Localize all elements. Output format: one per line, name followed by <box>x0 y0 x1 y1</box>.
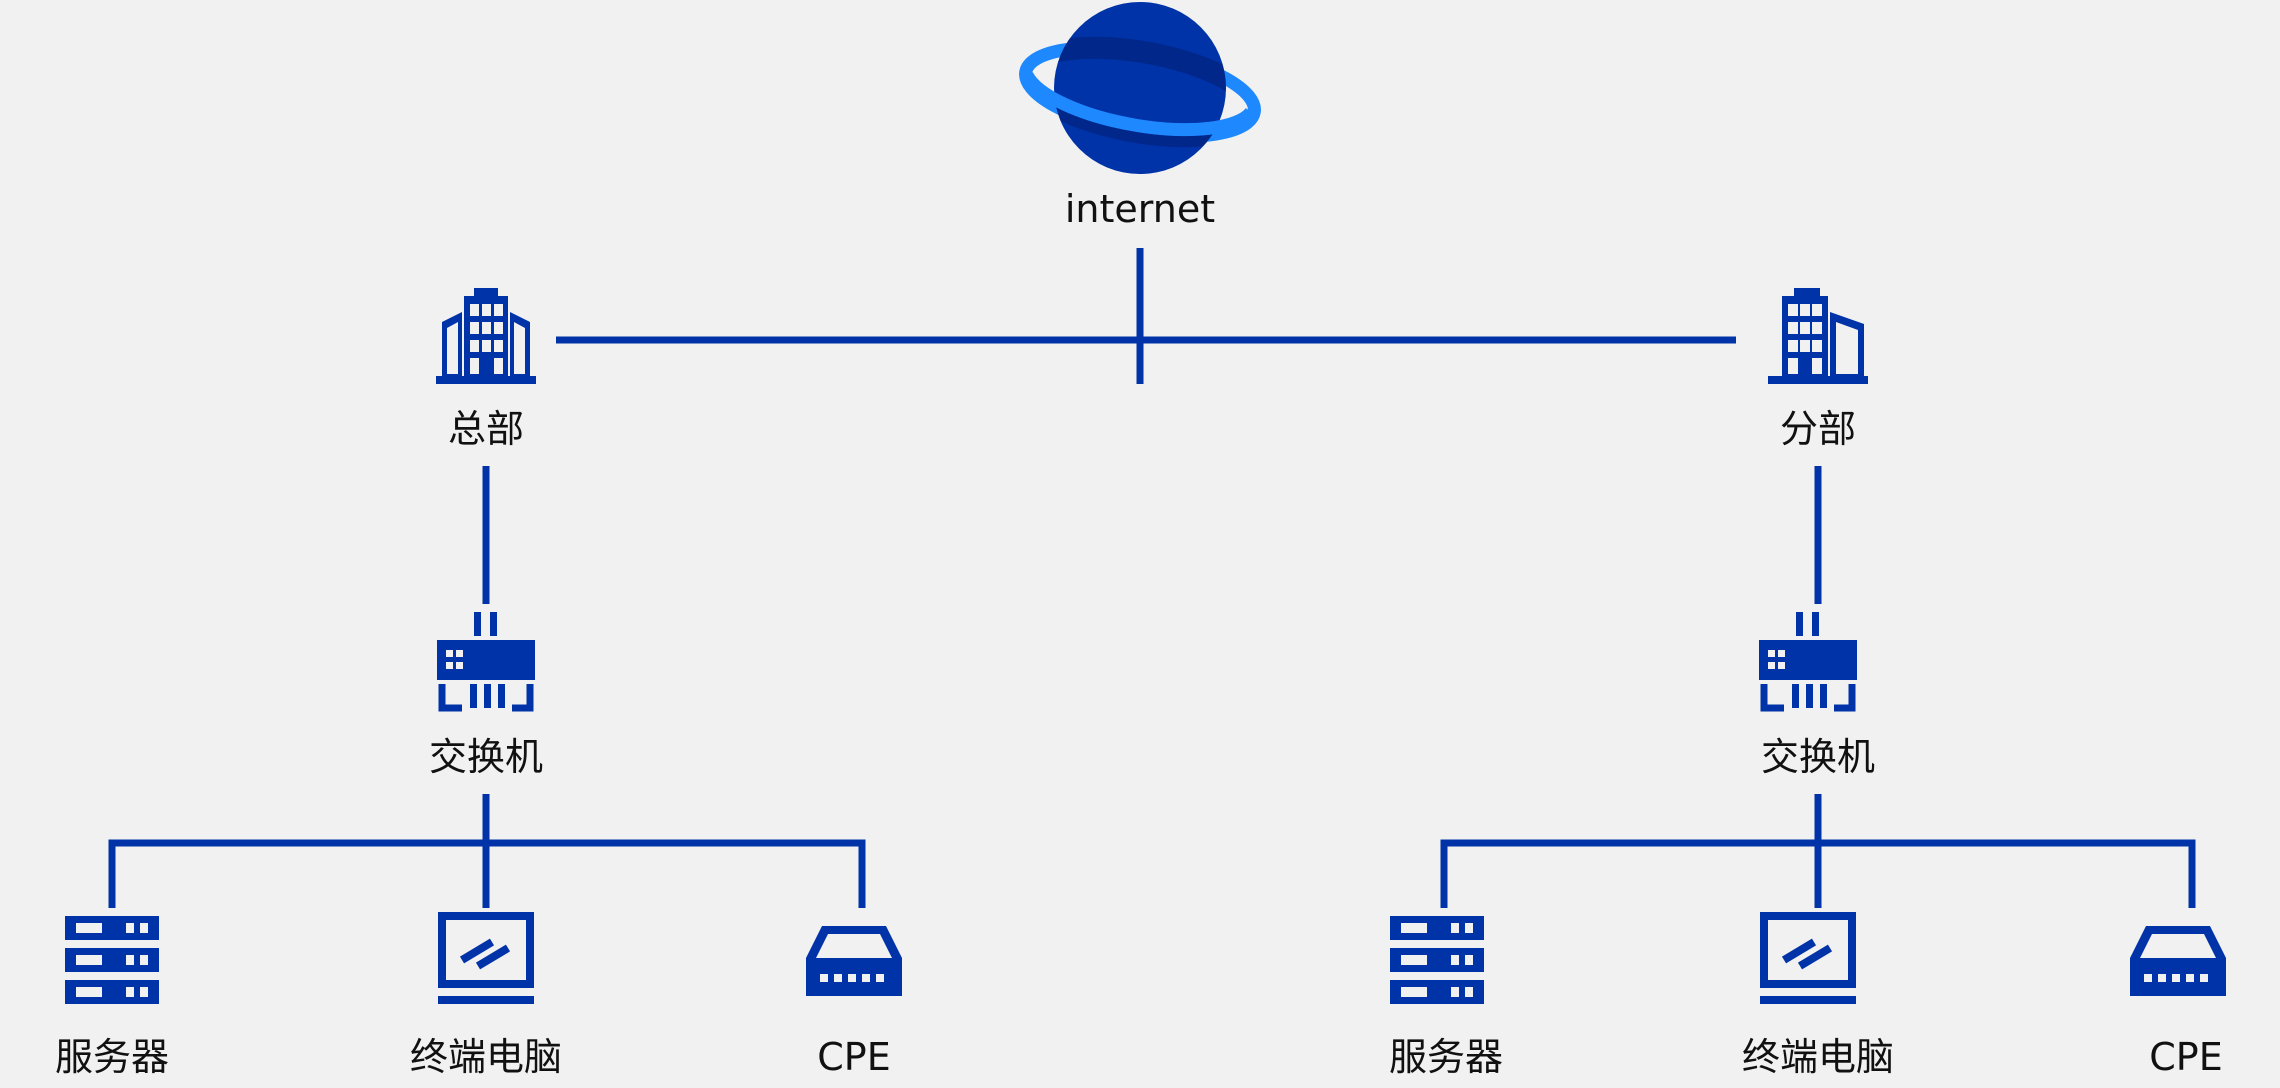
hq-cpe-label: CPE <box>817 1035 890 1079</box>
building-icon <box>1768 288 1868 384</box>
switch-icon <box>437 612 535 712</box>
server-icon <box>65 916 159 1004</box>
cpe-icon <box>2130 926 2226 996</box>
hq-pc-label: 终端电脑 <box>410 1035 562 1079</box>
internet-label: internet <box>1065 187 1215 231</box>
hq-label: 总部 <box>448 407 524 451</box>
globe-icon <box>1019 2 1261 174</box>
connection-lines <box>108 248 2196 908</box>
server-icon <box>1390 916 1484 1004</box>
branch-cpe-label: CPE <box>2149 1035 2222 1079</box>
switch-icon <box>1759 612 1857 712</box>
monitor-icon <box>438 912 534 1004</box>
branch-switch-label: 交换机 <box>1761 735 1875 779</box>
hq-switch-label: 交换机 <box>429 735 543 779</box>
monitor-icon <box>1760 912 1856 1004</box>
cpe-icon <box>806 926 902 996</box>
hq-server-label: 服务器 <box>55 1035 169 1079</box>
building-icon <box>436 288 536 384</box>
branch-pc-label: 终端电脑 <box>1742 1035 1894 1079</box>
branch-label: 分部 <box>1780 407 1856 451</box>
branch-server-label: 服务器 <box>1389 1035 1503 1079</box>
